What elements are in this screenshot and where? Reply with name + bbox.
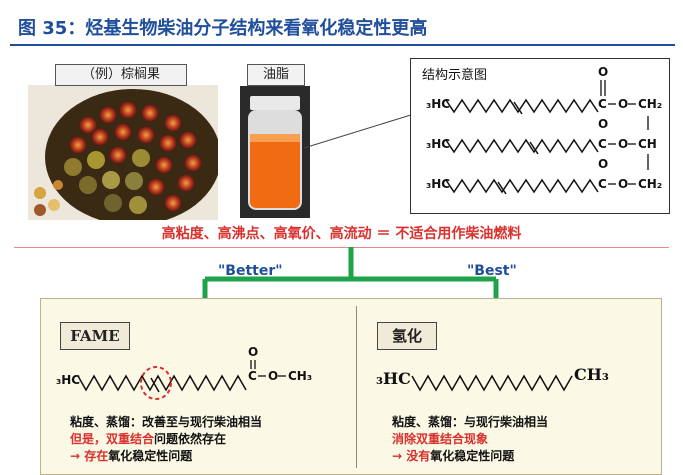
palm-fruit-image	[28, 85, 221, 225]
hydro-start: ₃HC	[376, 369, 411, 388]
hydro-desc-line3-rest: 氧化稳定性问题	[430, 449, 515, 463]
row3-carbonyl-o: O	[598, 157, 608, 171]
row1-ester-o: O	[618, 97, 628, 111]
fame-tag: FAME	[60, 322, 130, 350]
summary-divider	[14, 247, 669, 248]
row2-start: ₃HC	[426, 137, 450, 151]
figure-title: 图 35：烃基生物柴油分子结构来看氧化稳定性更高	[18, 18, 428, 39]
structure-title: 结构示意图	[422, 68, 488, 83]
fame-ester-o: O	[268, 369, 278, 383]
panel-divider	[356, 306, 357, 468]
row1-start: ₃HC	[426, 97, 450, 111]
row2-carbonyl: C	[598, 137, 607, 151]
fame-desc-line2-highlight: 但是，双重结合	[70, 432, 155, 446]
fame-desc-line3-highlight: → 存在	[70, 449, 109, 463]
row1-carbonyl: C	[598, 97, 607, 111]
row3-carbonyl: C	[598, 177, 607, 191]
fame-desc-line1: 粘度、蒸馏：改善至与现行柴油相当	[70, 415, 263, 429]
oil-label: 油脂	[247, 64, 305, 86]
fame-desc-line2-rest: 问题依然存在	[154, 432, 227, 446]
row3-end: CH₂	[638, 177, 662, 191]
triglyceride-structure: ₃HC C O O CH₂ ₃HC C O O CH ₃HC C O O CH₂	[426, 65, 662, 195]
fame-carbonyl-o: O	[248, 345, 258, 359]
fame-desc-line2: 但是，双重结合问题依然存在	[70, 430, 226, 447]
best-label: "Best"	[467, 263, 517, 279]
hydro-desc-line3: → 没有氧化稳定性问题	[392, 447, 514, 464]
fame-molecule: ₃HC C O O CH₃	[56, 345, 312, 400]
hydro-desc-line3-highlight: → 没有	[392, 449, 431, 463]
structure-diagram-box	[410, 58, 670, 214]
double-bond-highlight	[140, 366, 172, 400]
row2-end: CH	[638, 137, 657, 151]
title-rule	[10, 44, 675, 46]
hydrogenated-molecule: ₃HC CH₃	[376, 365, 609, 392]
fame-end: CH₃	[288, 369, 312, 383]
row3-ester-o: O	[618, 177, 628, 191]
hydro-desc-line2: 消除双重结合现象	[392, 432, 489, 446]
row1-end: CH₂	[638, 97, 662, 111]
hydro-end: CH₃	[574, 365, 609, 384]
comparison-panel	[40, 298, 662, 475]
row2-carbonyl-o: O	[598, 117, 608, 131]
fame-start: ₃HC	[56, 373, 80, 387]
row3-start: ₃HC	[426, 177, 450, 191]
summary-statement: 高粘度、高沸点、高氧价、高流动 ＝ 不适合用作柴油燃料	[161, 226, 522, 242]
jar-to-structure-connector	[303, 113, 415, 149]
fame-carbonyl: C	[248, 369, 257, 383]
palm-fruit-label: （例）棕榈果	[55, 64, 187, 86]
hydrogenation-tag: 氢化	[377, 322, 437, 350]
row2-ester-o: O	[618, 137, 628, 151]
fame-desc-line3-rest: 氧化稳定性问题	[108, 449, 193, 463]
row1-carbonyl-o: O	[598, 65, 608, 79]
fame-desc-line3: → 存在氧化稳定性问题	[70, 447, 192, 464]
better-label: "Better"	[218, 263, 283, 279]
hydro-desc-line1: 粘度、蒸馏：与现行柴油相当	[392, 415, 549, 429]
oil-jar-image	[240, 86, 310, 218]
